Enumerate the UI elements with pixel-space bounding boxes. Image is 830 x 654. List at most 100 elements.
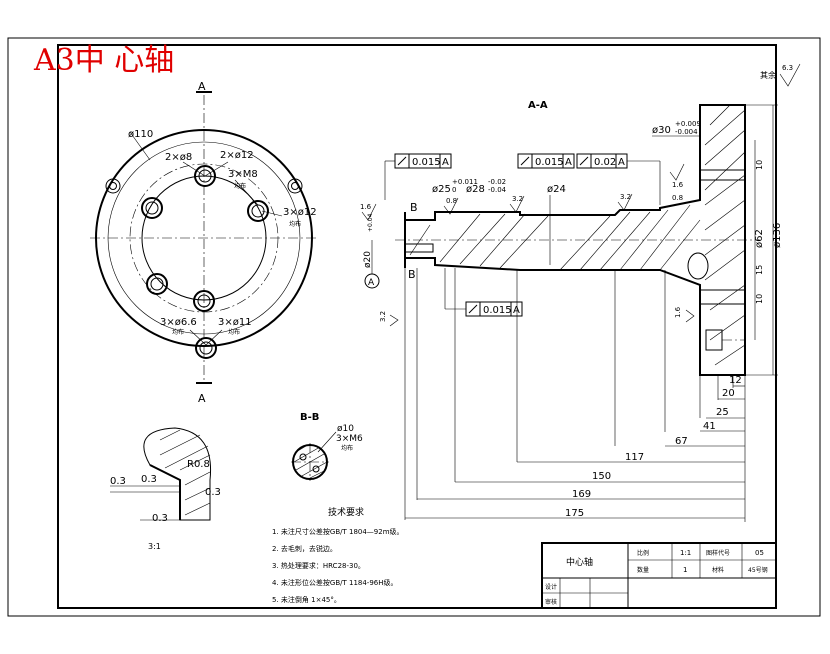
length-dimensions: 12 20 25 41 67 117 150 169 175: [404, 268, 746, 522]
roughness-mark: 0.8: [672, 194, 683, 202]
counterbore-hole: [194, 165, 216, 187]
dim-l169: 169: [572, 489, 591, 500]
dim-d25-up: +0.011: [452, 178, 478, 186]
detail-view-i: R0.8 0.3 0.3 0.3 0.3 3:1: [110, 427, 221, 551]
dim-3xm8: 3×M8: [228, 169, 258, 180]
dim-s15: 15: [755, 265, 764, 275]
dim-d136: ø136: [772, 223, 783, 248]
counterbore-hole: [146, 273, 168, 295]
counterbore-hole: [195, 337, 217, 359]
dim-d62: ø62: [754, 229, 765, 248]
svg-text:A: A: [565, 157, 572, 168]
dim-d28-up: -0.02: [488, 178, 506, 186]
dim-d30: ø30: [652, 125, 671, 136]
roughness-mark: 1.6: [360, 203, 372, 211]
even-note: 均布: [228, 328, 240, 336]
requirement-item: 5. 未注倒角 1×45°。: [272, 595, 341, 604]
svg-text:A: A: [618, 157, 625, 168]
left-end-view: A A ø110 2×ø8 2×ø12 3×M8 均布 3×ø12 均布 3×ø…: [90, 80, 318, 405]
svg-text:0.015: 0.015: [483, 305, 512, 316]
dim-2x8: 2×ø8: [165, 152, 192, 163]
svg-text:0.015: 0.015: [412, 157, 441, 168]
tolerance-frame-1: 0.015 A: [384, 153, 452, 200]
dim-chamfer: 0.3: [152, 513, 168, 524]
tolerance-frame-4: 0.015 A: [444, 268, 523, 317]
section-label: A-A: [528, 100, 548, 111]
dim-d20-tol: +0.04: [367, 213, 374, 232]
requirement-item: 4. 未注形位公差按GB/T 1184-96H级。: [272, 578, 398, 587]
qty-label: 数量: [637, 566, 649, 574]
dim-dia-110: ø110: [128, 129, 153, 140]
dim-l25: 25: [716, 407, 729, 418]
dim-d30-lo: -0.004: [675, 128, 698, 136]
section-mark-a-top: A: [198, 80, 206, 93]
dim-d28-lo: -0.04: [488, 186, 507, 194]
requirement-item: 2. 去毛刺，去锐边。: [272, 544, 337, 553]
dim-l20: 20: [722, 388, 735, 399]
requirement-item: 3. 热处理要求：HRC28-30。: [272, 561, 365, 570]
roughness-mark: 3.2: [512, 195, 523, 203]
counterbore-hole: [193, 290, 215, 312]
dim-l12: 12: [729, 375, 742, 386]
counterbore-hole: [247, 200, 269, 222]
dim-l175: 175: [565, 508, 584, 519]
roughness-mark: 3.2: [620, 193, 631, 201]
dim-3x66: 3×ø6.6: [160, 317, 197, 328]
section-mark-b-top: B: [410, 201, 418, 214]
dim-d10: ø10: [337, 424, 354, 434]
even-note: 均布: [289, 220, 301, 228]
svg-text:0.015: 0.015: [535, 157, 564, 168]
requirements-heading: 技术要求: [328, 506, 364, 518]
drawing-no-value: 05: [755, 549, 764, 557]
roughness-mark: 3.2: [379, 311, 387, 322]
roughness-mark: 0.8: [446, 197, 457, 205]
dim-r08: R0.8: [187, 459, 210, 470]
section-mark-b-bottom: B: [408, 268, 416, 281]
svg-text:0.02: 0.02: [594, 157, 616, 168]
shaft-outline: [404, 104, 746, 376]
dim-d28: ø28: [466, 184, 485, 195]
qty-value: 1: [683, 566, 687, 574]
counterbore-hole: [141, 197, 163, 219]
svg-text:A: A: [442, 157, 449, 168]
datum-a-letter: A: [368, 278, 375, 288]
ratio-value: 1:1: [680, 549, 691, 557]
tolerance-frame-2: 0.015 A: [517, 153, 575, 169]
hole-small: [287, 178, 303, 194]
designer-label: 设计: [545, 583, 557, 591]
requirement-item: 1. 未注尺寸公差按GB/T 1804—92m级。: [272, 527, 404, 536]
dim-l150: 150: [592, 471, 611, 482]
detail-view-b: B-B ø10 3×M6 均布: [291, 412, 363, 481]
hole-small: [105, 178, 121, 194]
inner-frame: [57, 44, 777, 609]
title-block: 中心轴 比例 1:1 图样代号 05 数量 1 材料 45号钢 设计 审核: [541, 542, 777, 609]
section-mark-a-bottom: A: [198, 392, 206, 405]
dim-2x12: 2×ø12: [220, 150, 254, 161]
tolerance-frame-3: 0.02 A: [576, 153, 661, 205]
dim-d20: ø20: [363, 251, 373, 268]
roughness-other: 其余: [760, 70, 776, 80]
dim-d30-up: +0.009: [675, 120, 701, 128]
material-value: 45号钢: [748, 566, 768, 574]
roughness-other-value: 6.3: [782, 64, 793, 72]
dim-chamfer: 0.3: [110, 476, 126, 487]
dim-l41: 41: [703, 421, 716, 432]
outer-frame: [7, 37, 821, 617]
dim-chamfer: 0.3: [141, 474, 157, 485]
reviewer-label: 审核: [545, 598, 557, 606]
drawing-no-label: 图样代号: [706, 549, 730, 557]
roughness-mark: 1.6: [672, 181, 684, 189]
part-name: 中心轴: [566, 556, 593, 568]
dim-l67: 67: [675, 436, 688, 447]
material-label: 材料: [712, 566, 724, 574]
drawing-title: A3中 心轴: [33, 43, 174, 78]
section-view-a: A-A B B: [360, 63, 801, 522]
even-note: 均布: [341, 444, 353, 452]
dim-d25: ø25: [432, 184, 451, 195]
dim-d25-lo: 0: [452, 186, 456, 194]
dim-l117: 117: [625, 452, 644, 463]
detail-b-label: B-B: [300, 412, 319, 423]
detail-scale: 3:1: [148, 542, 161, 551]
dim-3x11: 3×ø11: [218, 317, 252, 328]
even-note: 均布: [234, 182, 246, 190]
